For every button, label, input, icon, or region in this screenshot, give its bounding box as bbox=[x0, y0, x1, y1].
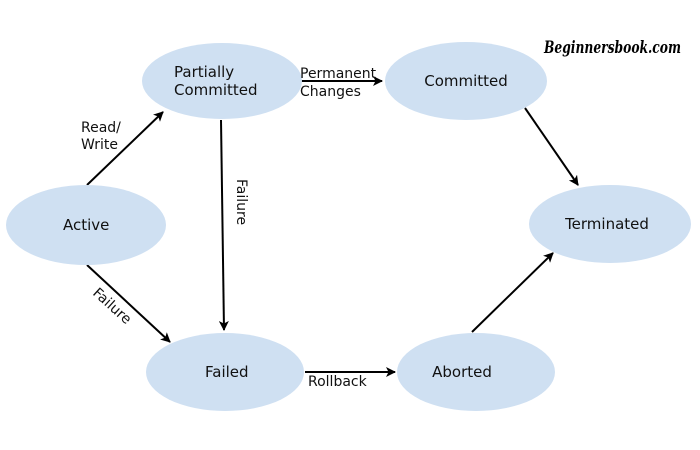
edge-active-to-partially-committed bbox=[86, 111, 164, 186]
edge-label-failure-vertical: Failure bbox=[233, 179, 249, 225]
node-active-label: Active bbox=[63, 216, 109, 234]
node-failed-label: Failed bbox=[205, 363, 249, 381]
edge-label-read-write-line-1: Read/ bbox=[81, 120, 121, 136]
node-committed: Committed bbox=[385, 42, 547, 120]
edge-label-failure-diagonal: Failure bbox=[89, 285, 134, 328]
edge-partially-committed-to-failed bbox=[218, 119, 229, 331]
watermark-logo: Beginnersbook.com bbox=[543, 38, 681, 58]
edge-active-to-failed bbox=[86, 264, 171, 343]
node-failed: Failed bbox=[146, 333, 304, 411]
node-terminated: Terminated bbox=[529, 185, 691, 263]
node-active: Active bbox=[6, 185, 166, 265]
edge-label-permanent-changes-line-1: Permanent bbox=[300, 66, 377, 82]
node-terminated-label: Terminated bbox=[564, 215, 649, 233]
edge-label-read-write: Read/ Write bbox=[81, 120, 125, 153]
node-partially-committed-line-1: Partially bbox=[174, 63, 234, 81]
node-aborted: Aborted bbox=[397, 333, 555, 411]
edge-label-permanent-changes: Permanent Changes bbox=[300, 66, 381, 100]
node-partially-committed: Partially Committed bbox=[142, 43, 302, 119]
edge-aborted-to-terminated bbox=[471, 252, 554, 333]
edge-label-rollback: Rollback bbox=[308, 374, 368, 390]
node-partially-committed-label: Partially Committed bbox=[174, 63, 258, 99]
edge-label-permanent-changes-line-2: Changes bbox=[300, 84, 361, 100]
edge-label-read-write-line-2: Write bbox=[81, 137, 118, 153]
edge-committed-to-terminated bbox=[524, 107, 579, 186]
node-aborted-label: Aborted bbox=[432, 363, 492, 381]
node-committed-label: Committed bbox=[424, 72, 508, 90]
node-partially-committed-line-2: Committed bbox=[174, 81, 258, 99]
